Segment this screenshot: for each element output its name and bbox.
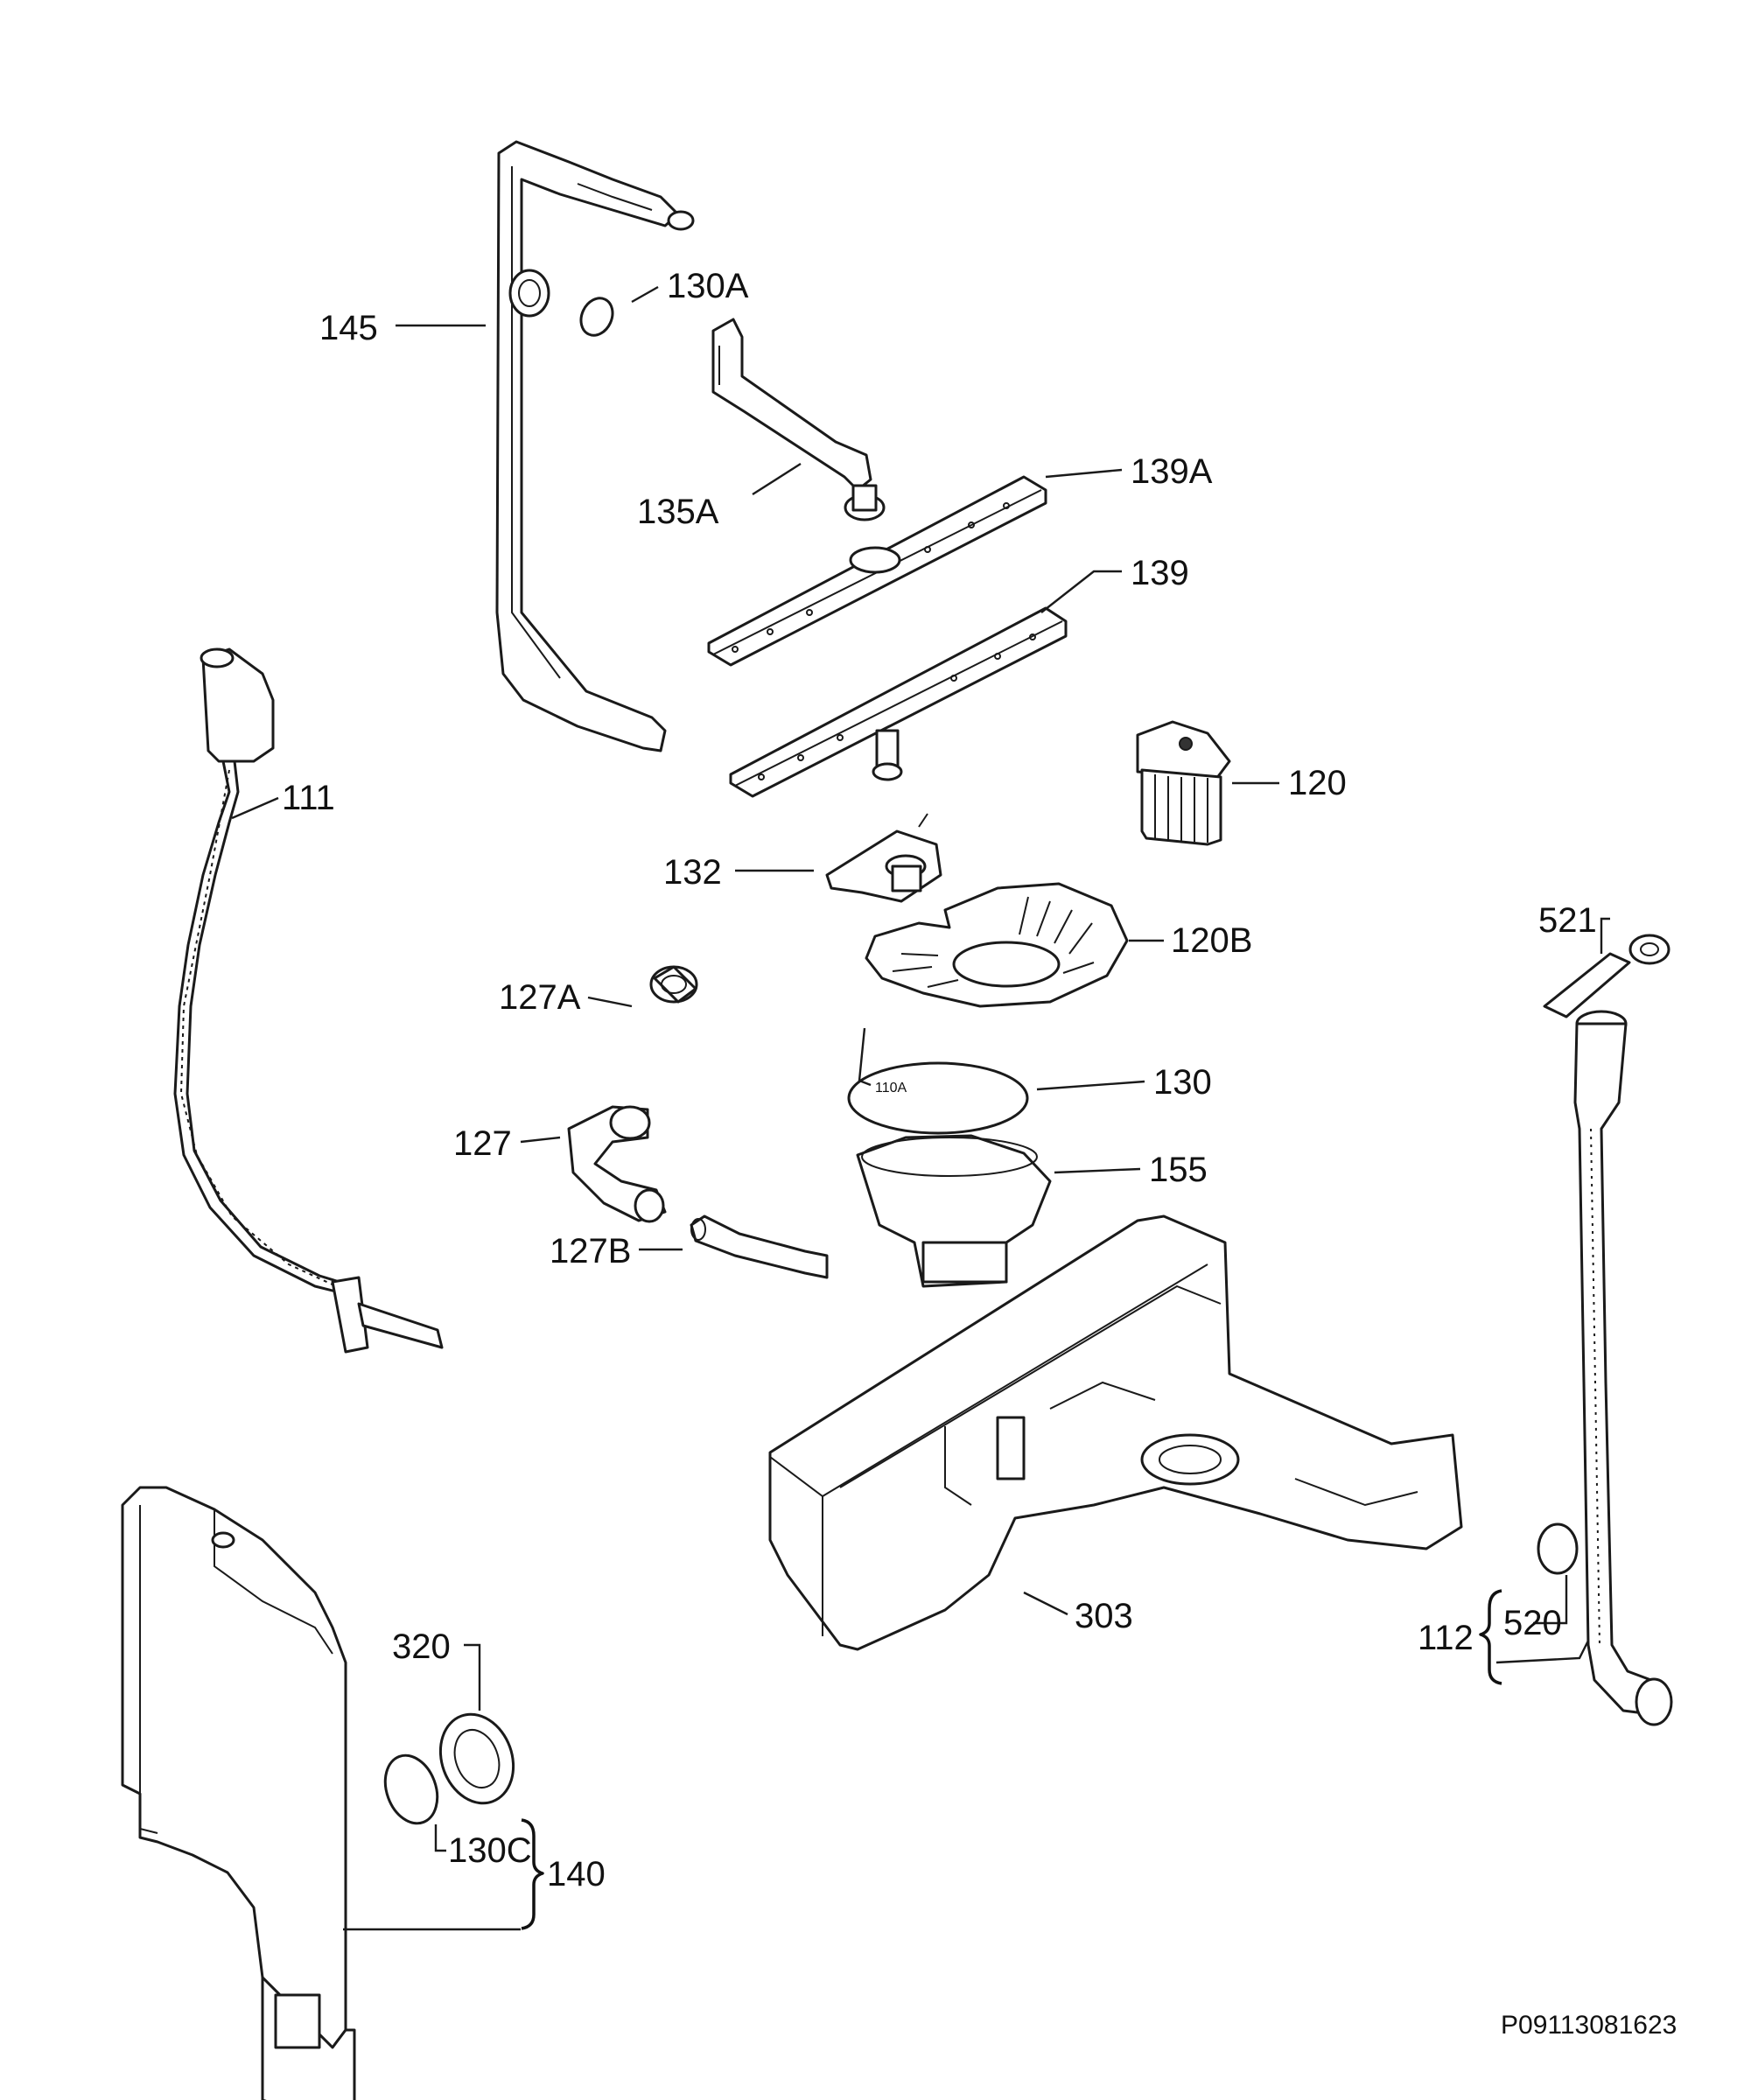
label-130A: 130A (667, 267, 749, 305)
part-135A-feed-pipe (711, 318, 886, 522)
label-135A: 135A (637, 493, 719, 531)
part-521-clip (1543, 934, 1670, 1018)
label-130: 130 (1153, 1063, 1212, 1102)
label-110A: 110A (875, 1081, 907, 1096)
label-320: 320 (392, 1628, 451, 1666)
part-303-base-tray (768, 1214, 1463, 1651)
part-140-side-container (121, 1486, 356, 2100)
part-127-elbow-hose (567, 1105, 667, 1223)
label-521: 521 (1538, 901, 1597, 940)
label-139A: 139A (1131, 452, 1213, 491)
label-120B: 120B (1171, 921, 1252, 960)
label-111: 111 (282, 779, 335, 817)
drawing-code: P09113081623 (1501, 2011, 1677, 2040)
label-520: 520 (1503, 1604, 1562, 1642)
part-130C-o-ring (383, 1754, 439, 1825)
label-155: 155 (1149, 1151, 1208, 1189)
leader-lines (231, 285, 1610, 1931)
callout-labels: 145 130A 135A 139A 139 111 120 132 120B … (282, 267, 1677, 2040)
label-130C: 130C (448, 1831, 532, 1870)
part-120-filter (1136, 720, 1231, 846)
label-127: 127 (453, 1124, 512, 1163)
label-303: 303 (1075, 1597, 1133, 1635)
part-155-sump (856, 1134, 1052, 1288)
label-132: 132 (663, 853, 722, 892)
part-139A-upper-spray-arm (707, 475, 1047, 667)
part-130-seal-ring (847, 1061, 1029, 1135)
label-145: 145 (319, 309, 378, 347)
label-112: 112 (1418, 1619, 1474, 1657)
part-320-ring (438, 1712, 515, 1805)
label-127B: 127B (550, 1232, 631, 1270)
label-139: 139 (1131, 554, 1189, 592)
part-127B-short-hose (690, 1214, 829, 1279)
part-139-lower-spray-arm (729, 606, 1068, 798)
part-112-drain-hose (1573, 1010, 1673, 1726)
part-132-bracket (825, 813, 942, 903)
part-130A-o-ring (579, 297, 614, 337)
label-127A: 127A (499, 978, 581, 1017)
label-120: 120 (1288, 764, 1347, 802)
part-111-inlet-hose (173, 648, 444, 1354)
label-140: 140 (547, 1855, 606, 1894)
part-127A-connector (649, 965, 698, 1004)
part-120B-filter-plate (865, 882, 1129, 1008)
part-145-upper-spray-pipe (495, 140, 695, 752)
part-520-seal (1537, 1522, 1579, 1575)
